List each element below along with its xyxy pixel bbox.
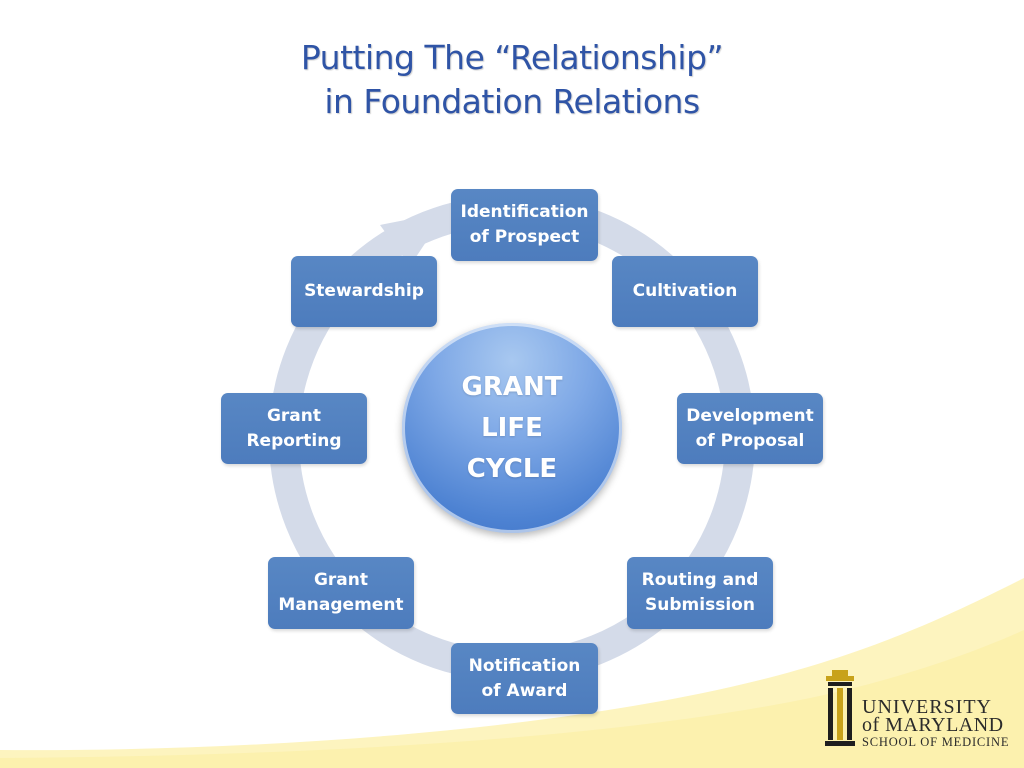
- center-line-1: GRANT: [461, 371, 563, 402]
- grant-life-cycle-circle: GRANT LIFE CYCLE: [402, 323, 622, 533]
- cycle-arrowhead: [380, 212, 446, 266]
- yellow-wave-light: [0, 630, 1024, 768]
- step-grant-reporting: Grant Reporting: [221, 393, 367, 464]
- university-shield-icon: [825, 670, 855, 746]
- step-identification-of-prospect: Identification of Prospect: [451, 189, 598, 261]
- logo-text-maryland: of MARYLAND: [862, 714, 1004, 736]
- step-stewardship: Stewardship: [291, 256, 437, 327]
- logo-text-school: SCHOOL OF MEDICINE: [862, 735, 1010, 749]
- page-title-line-1: Putting The “Relationship”: [300, 38, 724, 77]
- center-line-2: LIFE: [481, 412, 543, 443]
- step-label: Identification of Prospect: [460, 202, 589, 247]
- step-label: Development of Proposal: [686, 405, 814, 451]
- step-grant-management: Grant Management: [268, 557, 414, 629]
- step-label: Stewardship: [304, 281, 424, 301]
- page-title-line-2: in Foundation Relations: [324, 82, 700, 121]
- step-cultivation: Cultivation: [612, 256, 758, 327]
- step-label: Grant Reporting: [246, 405, 342, 451]
- logo-text-university: UNIVERSITY: [862, 696, 992, 718]
- step-notification-of-award: Notification of Award: [451, 643, 598, 714]
- step-label: Grant Management: [278, 570, 404, 615]
- step-label: Cultivation: [632, 281, 738, 301]
- step-routing-and-submission: Routing and Submission: [627, 557, 773, 629]
- step-development-of-proposal: Development of Proposal: [677, 393, 823, 464]
- step-label: Notification of Award: [468, 655, 581, 701]
- university-logo: UNIVERSITY of MARYLAND SCHOOL OF MEDICIN…: [822, 668, 1008, 752]
- center-line-3: CYCLE: [466, 453, 558, 484]
- step-label: Routing and Submission: [641, 570, 759, 615]
